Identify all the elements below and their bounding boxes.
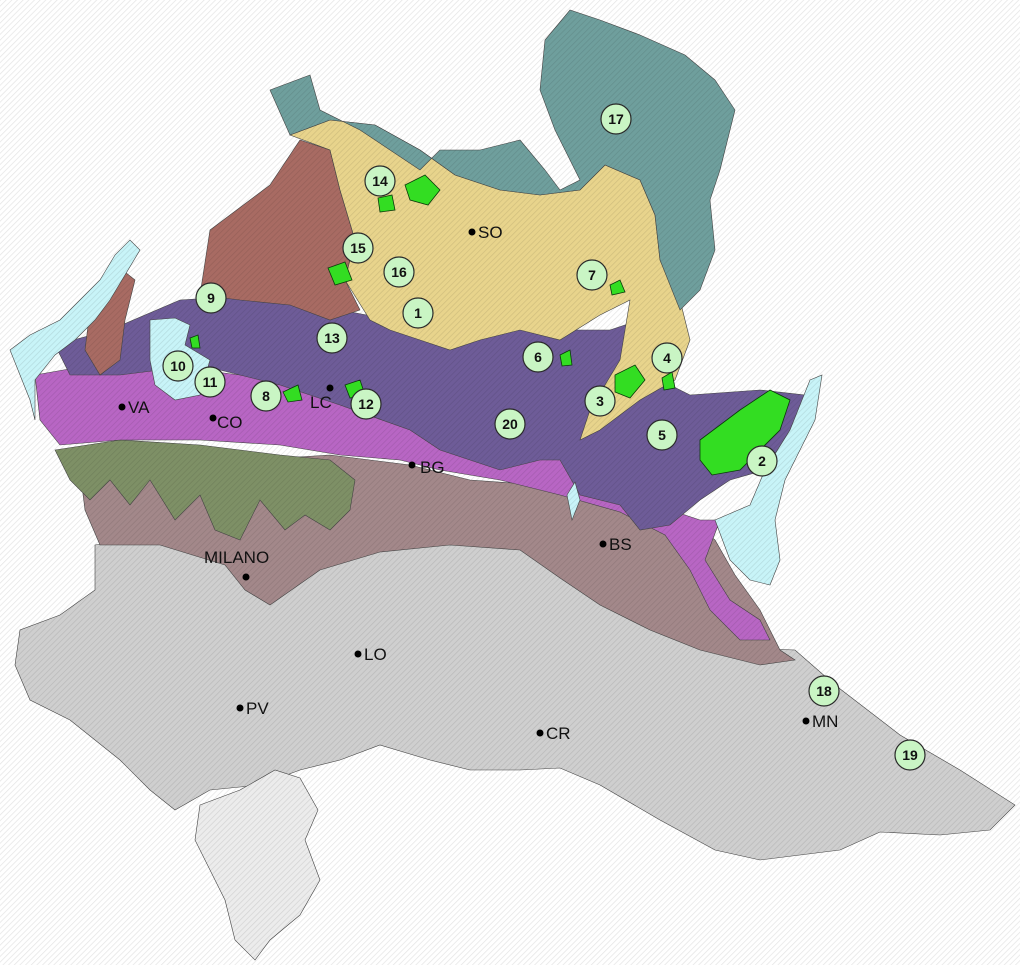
marker-circle bbox=[808, 675, 840, 707]
city-label-so: SO bbox=[478, 223, 503, 242]
city-label-bg: BG bbox=[420, 458, 445, 477]
marker-label: 4 bbox=[663, 350, 671, 366]
city-dot-mn bbox=[802, 717, 810, 725]
city-label-lo: LO bbox=[364, 645, 387, 664]
marker-label: 10 bbox=[170, 358, 186, 374]
marker-label: 14 bbox=[372, 173, 388, 189]
marker-label: 18 bbox=[816, 683, 832, 699]
marker-circle bbox=[402, 297, 434, 329]
marker-label: 2 bbox=[758, 453, 766, 469]
city-dot-va bbox=[118, 403, 126, 411]
marker-label: 8 bbox=[262, 388, 270, 404]
marker-circle bbox=[584, 385, 616, 417]
marker-circle bbox=[195, 282, 227, 314]
marker-13: 13 bbox=[316, 322, 348, 354]
marker-label: 19 bbox=[902, 747, 918, 763]
marker-label: 9 bbox=[207, 290, 215, 306]
marker-label: 16 bbox=[391, 264, 407, 280]
city-dot-bs bbox=[599, 540, 607, 548]
marker-label: 15 bbox=[350, 240, 366, 256]
marker-circle bbox=[316, 322, 348, 354]
marker-circle bbox=[576, 259, 608, 291]
marker-label: 7 bbox=[588, 267, 596, 283]
marker-circle bbox=[364, 165, 396, 197]
marker-2: 2 bbox=[746, 445, 778, 477]
marker-1: 1 bbox=[402, 297, 434, 329]
city-label-pv: PV bbox=[246, 699, 269, 718]
marker-label: 5 bbox=[658, 427, 666, 443]
marker-17: 17 bbox=[600, 103, 632, 135]
marker-circle bbox=[651, 342, 683, 374]
marker-circle bbox=[383, 256, 415, 288]
marker-circle bbox=[250, 380, 282, 412]
marker-10: 10 bbox=[162, 350, 194, 382]
city-label-lc: LC bbox=[310, 393, 332, 412]
city-label-cr: CR bbox=[546, 724, 571, 743]
marker-8: 8 bbox=[250, 380, 282, 412]
city-label-milano: MILANO bbox=[204, 548, 269, 567]
marker-circle bbox=[194, 366, 226, 398]
marker-14: 14 bbox=[364, 165, 396, 197]
marker-9: 9 bbox=[195, 282, 227, 314]
marker-circle bbox=[746, 445, 778, 477]
marker-3: 3 bbox=[584, 385, 616, 417]
city-layer: SO VA CO LC BG BS MILANO LO PV CR MN bbox=[118, 223, 838, 743]
marker-label: 20 bbox=[502, 416, 518, 432]
city-label-va: VA bbox=[128, 398, 150, 417]
marker-label: 17 bbox=[608, 111, 624, 127]
marker-circle bbox=[342, 232, 374, 264]
marker-circle bbox=[494, 408, 526, 440]
city-dot-so bbox=[468, 228, 476, 236]
city-dot-lc bbox=[326, 384, 334, 392]
city-label-mn: MN bbox=[812, 712, 838, 731]
marker-circle bbox=[350, 388, 382, 420]
city-dot-lo bbox=[354, 650, 362, 658]
green-patches bbox=[189, 174, 791, 476]
marker-5: 5 bbox=[646, 419, 678, 451]
marker-circle bbox=[894, 739, 926, 771]
marker-15: 15 bbox=[342, 232, 374, 264]
marker-16: 16 bbox=[383, 256, 415, 288]
marker-7: 7 bbox=[576, 259, 608, 291]
city-dot-co bbox=[209, 414, 217, 422]
city-dot-milano bbox=[242, 573, 250, 581]
marker-circle bbox=[162, 350, 194, 382]
marker-circle bbox=[646, 419, 678, 451]
city-label-co: CO bbox=[217, 413, 243, 432]
marker-18: 18 bbox=[808, 675, 840, 707]
city-dot-pv bbox=[236, 704, 244, 712]
marker-4: 4 bbox=[651, 342, 683, 374]
city-dot-cr bbox=[536, 729, 544, 737]
marker-label: 1 bbox=[414, 305, 422, 321]
marker-label: 13 bbox=[324, 330, 340, 346]
marker-label: 6 bbox=[534, 349, 542, 365]
marker-label: 3 bbox=[596, 393, 604, 409]
marker-label: 12 bbox=[358, 396, 374, 412]
marker-11: 11 bbox=[194, 366, 226, 398]
city-dot-bg bbox=[408, 461, 416, 469]
marker-6: 6 bbox=[522, 341, 554, 373]
marker-circle bbox=[600, 103, 632, 135]
marker-12: 12 bbox=[350, 388, 382, 420]
marker-20: 20 bbox=[494, 408, 526, 440]
city-label-bs: BS bbox=[609, 535, 632, 554]
marker-circle bbox=[522, 341, 554, 373]
marker-label: 11 bbox=[203, 374, 218, 390]
marker-19: 19 bbox=[894, 739, 926, 771]
